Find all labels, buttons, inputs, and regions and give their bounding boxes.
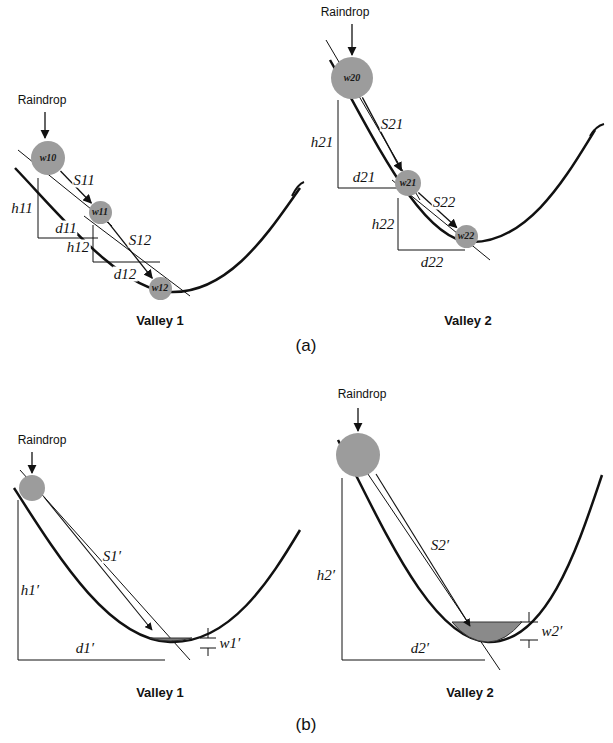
- panel-label: (b): [296, 716, 317, 733]
- variable-label: h21: [310, 135, 335, 150]
- raindrop-circle: w12: [149, 277, 172, 300]
- variable-label: d2′: [410, 641, 430, 656]
- valley-caption: Valley 1: [136, 314, 184, 327]
- variable-label: d11: [54, 221, 77, 236]
- variable-label: d1′: [75, 641, 95, 656]
- raindrop-label: Raindrop: [321, 6, 370, 18]
- path-length-label: S22: [432, 195, 457, 210]
- variable-label: d21: [352, 170, 377, 185]
- valley-caption: Valley 2: [446, 686, 494, 699]
- variable-label: d22: [420, 255, 445, 270]
- variable-label: w1′: [219, 636, 242, 651]
- variable-label: h1′: [20, 583, 40, 598]
- raindrop-label: Raindrop: [338, 388, 387, 400]
- raindrop-circle: w20: [331, 57, 373, 99]
- raindrop-circle: w22: [455, 225, 478, 248]
- valley-caption: Valley 1: [136, 686, 184, 699]
- variable-label: S2′: [430, 538, 450, 553]
- variable-label: h2′: [316, 568, 336, 583]
- raindrop-label: Raindrop: [18, 434, 67, 446]
- variable-label: h12: [66, 240, 91, 255]
- variable-label: h22: [371, 217, 396, 232]
- valley-caption: Valley 2: [444, 314, 492, 327]
- variable-label: S1′: [102, 549, 122, 564]
- raindrop-circle: w10: [31, 141, 65, 175]
- raindrop-label: Raindrop: [18, 94, 67, 106]
- water-amount: w20: [344, 73, 361, 83]
- water-amount: w10: [40, 153, 57, 163]
- raindrop-circle: w11: [89, 201, 112, 224]
- path-length-label: S21: [380, 117, 405, 132]
- path-length-label: S11: [72, 173, 95, 188]
- flow-path-arrow: [362, 97, 401, 170]
- water-amount: w12: [152, 283, 169, 293]
- variable-label: h11: [10, 201, 33, 216]
- raindrop-circle: w21: [395, 170, 421, 196]
- water-amount: w22: [458, 231, 475, 241]
- panel-label: (a): [296, 337, 317, 354]
- water-amount: w21: [400, 178, 417, 188]
- path-length-label: S12: [128, 233, 153, 248]
- water-amount: w11: [92, 207, 108, 217]
- variable-label: w2′: [541, 624, 564, 639]
- flow-path-arrow: [418, 192, 456, 227]
- variable-label: d12: [113, 267, 138, 282]
